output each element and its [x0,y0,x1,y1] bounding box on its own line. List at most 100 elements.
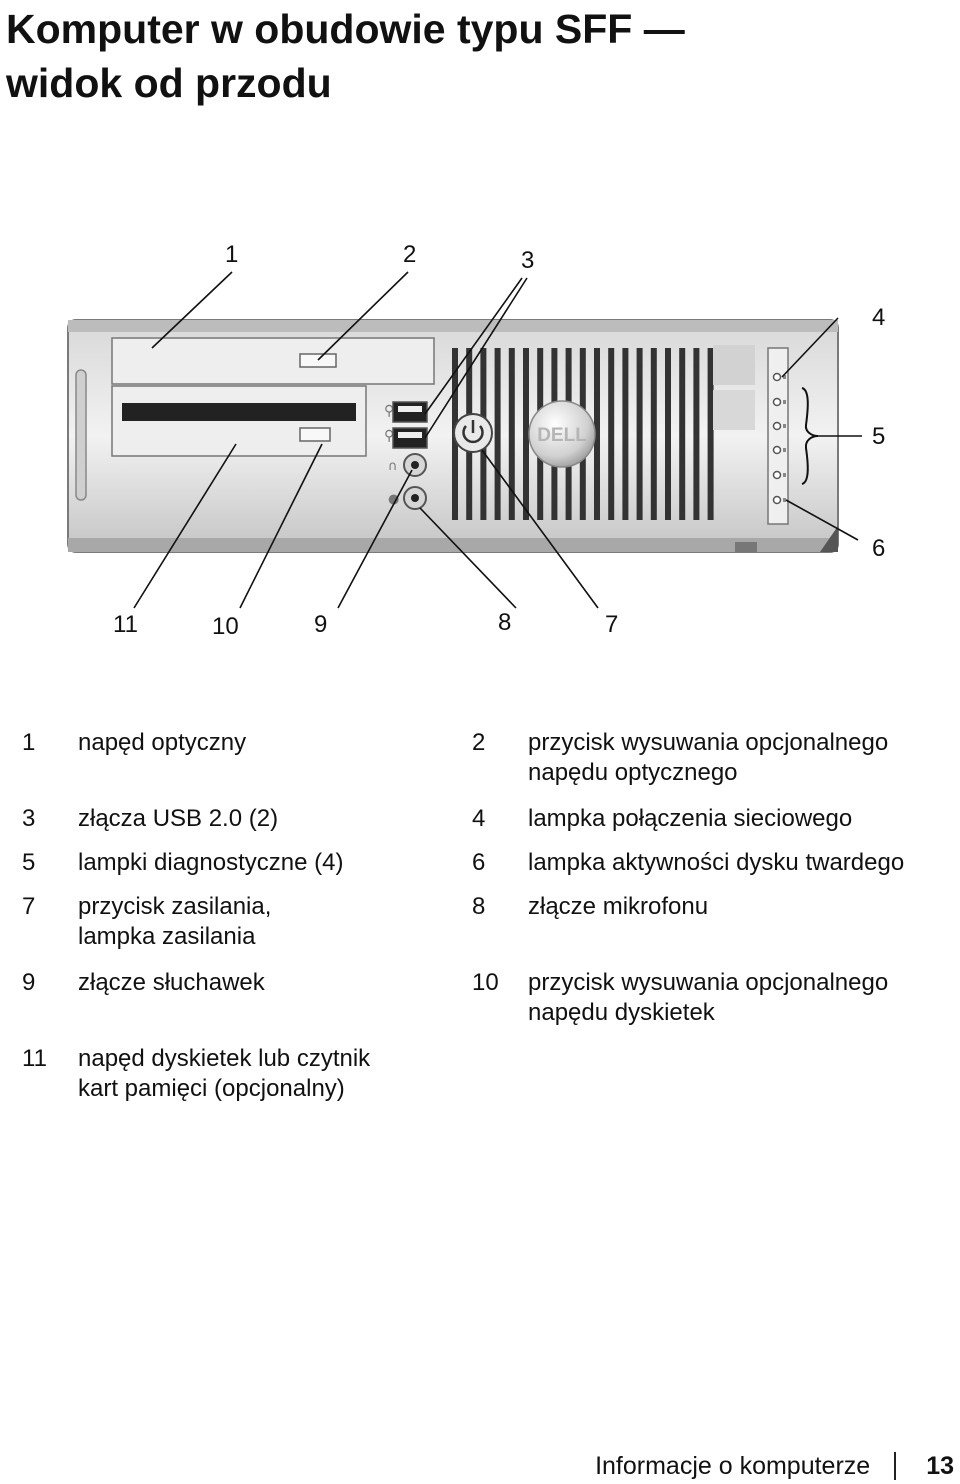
dell-logo: DELL [528,400,596,468]
legend-item: 2 przycisk wysuwania opcjonalnego napędu … [472,728,922,788]
legend-item-number: 3 [22,805,36,832]
legend-item-text: napęd dyskietek lub czytnik kart pamięci… [78,1045,371,1102]
legend-item-text: złącze słuchawek [78,969,265,996]
floppy-eject-button[interactable] [299,427,331,442]
page-number: 13 [926,1451,954,1480]
vent-slot [508,348,515,520]
legend-table: 1 napęd optyczny 2 przycisk wysuwania opcjo… [22,728,952,1104]
vent-slot [636,348,643,520]
legend-item-number: 4 [472,805,486,832]
footer-separator [894,1452,897,1480]
optical-drive [111,337,435,385]
footer-section-title: Informacje o komputerze [595,1451,871,1480]
legend-item: 5 lampki diagnostyczne (4) [22,848,472,878]
callout-2: 2 [403,241,416,268]
network-light [772,372,782,382]
vent-slot [665,348,671,520]
usb-icon: ⚲ [384,428,394,444]
legend-item-text: lampka połączenia sieciowego [528,805,853,832]
legend-item-text: napęd optyczny [78,729,247,756]
diagnostic-light-4 [772,470,782,480]
diagnostic-light-1 [772,397,782,407]
legend-item: 7 przycisk zasilania, lampka zasilania [22,892,472,952]
legend-item-number: 11 [22,1045,47,1072]
diagnostic-light-3 [772,445,782,455]
corner-stand [820,526,838,552]
page-title-line-1: Komputer w obudowie typu SFF — [6,6,685,52]
usb-icon: ⚲ [384,403,394,419]
vent-slot [707,348,714,520]
vent-slot [693,348,700,520]
callout-10: 10 [212,613,239,640]
side-grip [75,369,87,501]
optical-eject-button[interactable] [299,353,337,368]
legend-item: 9 złącze słuchawek [22,968,472,1028]
legend-item-number: 10 [472,969,499,996]
microphone-jack-hole [411,494,419,502]
legend-row: 11 napęd dyskietek lub czytnik kart pamię… [22,1044,952,1104]
legend-item-text: lampki diagnostyczne (4) [78,849,344,876]
power-button[interactable] [453,413,493,453]
legend-item-number: 9 [22,969,36,996]
page-title: Komputer w obudowie typu SFF — widok od … [6,2,906,110]
leader-lines [133,271,862,609]
legend-item: 4 lampka połączenia sieciowego [472,804,922,834]
foot [735,542,757,552]
hard-drive-light [772,495,782,505]
usb-port-1-tongue [398,406,422,412]
legend-item: 11 napęd dyskietek lub czytnik kart pamię… [22,1044,472,1104]
callout-5: 5 [872,423,885,450]
vent-slot [594,348,600,520]
legend-item-number: 1 [22,729,36,756]
page-title-line-2: widok od przodu [6,60,332,106]
microphone-icon: ● [388,492,399,507]
computer-front-view-figure: ⚲ ⚲ ∩ ● DELL [0,230,960,650]
power-icon [462,425,484,444]
legend-item-text: przycisk wysuwania opcjonalnego napędu d… [528,969,889,1026]
led-marker [783,375,786,379]
vent-slot [679,348,686,520]
callout-11: 11 [113,611,138,638]
computer-illustration: ⚲ ⚲ ∩ ● DELL [67,241,885,640]
usb-port-2-tongue [398,432,422,438]
legend-item-number: 7 [22,893,36,920]
legend-item: 6 lampka aktywności dysku twardego [472,848,922,878]
led-marker [783,448,786,452]
page-footer: Informacje o komputerze 13 [595,1448,954,1484]
legend-item-text: przycisk zasilania, lampka zasilania [78,893,272,950]
legend-row: 5 lampki diagnostyczne (4) 6 lampka aktywno… [22,848,952,878]
legend-item: 1 napęd optyczny [22,728,472,788]
legend-item-number: 5 [22,849,36,876]
vent-slot [523,348,529,520]
legend-item-text: lampka aktywności dysku twardego [528,849,905,876]
indicator-panel [713,345,789,525]
callout-3: 3 [521,247,534,274]
audio-jacks: ∩ ● [388,453,427,510]
legend-item-text: przycisk wysuwania opcjonalnego napędu o… [528,729,889,786]
vent-slot [494,348,501,520]
led-marker [783,424,786,428]
floppy-drive [111,385,367,457]
legend-item-number: 6 [472,849,486,876]
callout-1: 1 [225,241,238,268]
led-marker [783,400,786,404]
legend-item-number: 2 [472,729,486,756]
callout-4: 4 [872,304,885,331]
dell-logo-text: DELL [537,425,587,446]
vent-slot [622,348,629,520]
callout-9: 9 [314,611,327,638]
legend-item: 10 przycisk wysuwania opcjonalnego napędu… [472,968,922,1028]
callout-7: 7 [605,611,618,638]
led-marker [783,498,786,502]
callout-numbers: 1 2 3 4 5 6 7 8 9 10 11 [113,241,885,640]
vent-slot [608,348,615,520]
usb-ports: ⚲ ⚲ [384,401,428,449]
legend-row: 9 złącze słuchawek 10 przycisk wysuwania op… [22,968,952,1028]
legend-row: 1 napęd optyczny 2 przycisk wysuwania opcjo… [22,728,952,788]
legend-item-number: 8 [472,893,486,920]
callout-6: 6 [872,535,885,562]
headphone-icon: ∩ [388,459,398,474]
